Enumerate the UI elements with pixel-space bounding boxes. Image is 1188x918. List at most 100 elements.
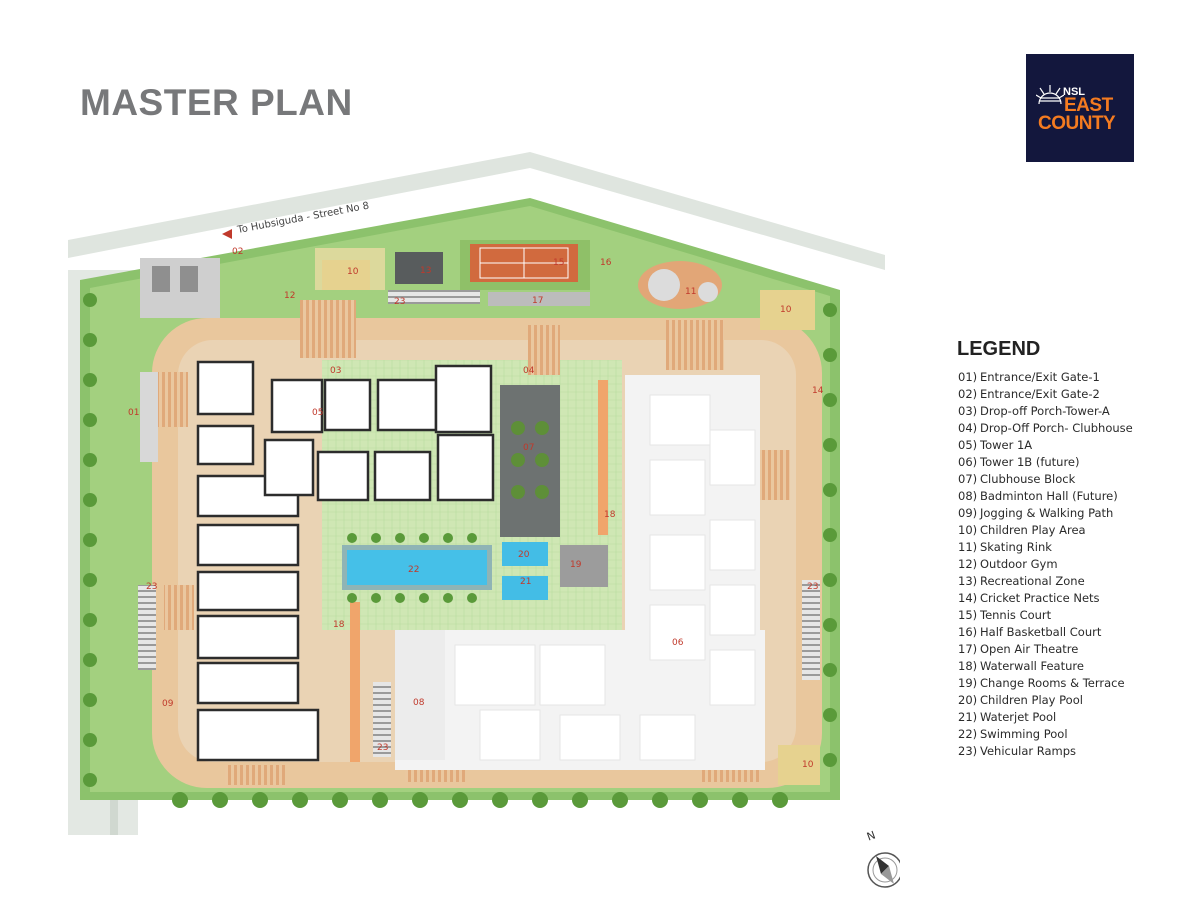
legend-item-number: 01)	[958, 370, 978, 384]
legend-item-number: 08)	[958, 489, 978, 503]
logo-name-line2: COUNTY	[1038, 113, 1116, 134]
marker-19: 19	[570, 560, 582, 570]
marker-12: 12	[284, 291, 295, 301]
marker-21: 21	[520, 577, 531, 587]
legend-item-label: Badminton Hall (Future)	[980, 489, 1118, 503]
legend-item-number: 18)	[958, 659, 978, 673]
marker-23c: 23	[807, 582, 818, 592]
legend-item-number: 07)	[958, 472, 978, 486]
waterjet-pool	[502, 576, 548, 600]
play-area-top-left	[322, 260, 370, 290]
marker-22: 22	[408, 565, 419, 575]
legend-item-label: Change Rooms & Terrace	[980, 676, 1125, 690]
legend-item-label: Entrance/Exit Gate-1	[980, 370, 1100, 384]
marker-23a: 23	[394, 297, 405, 307]
clubhouse-block	[500, 385, 560, 537]
legend-item-label: Entrance/Exit Gate-2	[980, 387, 1100, 401]
legend-item-number: 12)	[958, 557, 978, 571]
legend-item: 19)Change Rooms & Terrace	[958, 675, 1158, 692]
legend-item-label: Open Air Theatre	[980, 642, 1079, 656]
legend-item: 18)Waterwall Feature	[958, 658, 1158, 675]
legend-item-label: Half Basketball Court	[980, 625, 1102, 639]
marker-20: 20	[518, 550, 530, 560]
marker-07: 07	[523, 443, 534, 453]
marker-17: 17	[532, 296, 543, 306]
play-area-right	[760, 290, 815, 330]
legend-item-label: Jogging & Walking Path	[980, 506, 1114, 520]
legend-item-number: 14)	[958, 591, 978, 605]
legend-item-number: 23)	[958, 744, 978, 758]
marker-18a: 18	[604, 510, 616, 520]
legend-item: 06)Tower 1B (future)	[958, 454, 1158, 471]
marker-04: 04	[523, 366, 535, 376]
legend-item-number: 04)	[958, 421, 978, 435]
marker-06: 06	[672, 638, 684, 648]
ramp-right	[802, 580, 820, 680]
open-air-theatre	[488, 292, 590, 306]
marker-10a: 10	[347, 267, 359, 277]
legend-item: 03)Drop-off Porch-Tower-A	[958, 403, 1158, 420]
marker-05: 05	[312, 408, 323, 418]
waterwall-feature	[350, 602, 360, 762]
legend-item-label: Skating Rink	[980, 540, 1052, 554]
legend-item: 11)Skating Rink	[958, 539, 1158, 556]
legend-item: 15)Tennis Court	[958, 607, 1158, 624]
legend-item: 09)Jogging & Walking Path	[958, 505, 1158, 522]
legend-item: 13)Recreational Zone	[958, 573, 1158, 590]
marker-15: 15	[553, 258, 564, 268]
road-arrow-icon	[222, 229, 232, 239]
legend-item: 16)Half Basketball Court	[958, 624, 1158, 641]
legend-item-number: 17)	[958, 642, 978, 656]
street	[68, 152, 885, 270]
legend-item-label: Waterwall Feature	[980, 659, 1084, 673]
logo-name-line1: EAST	[1064, 95, 1113, 116]
legend-item-number: 15)	[958, 608, 978, 622]
legend-item-number: 20)	[958, 693, 978, 707]
brand-logo: NSL EAST COUNTY	[1026, 54, 1134, 162]
legend-item: 02)Entrance/Exit Gate-2	[958, 386, 1158, 403]
legend-item-label: Drop-Off Porch- Clubhouse	[980, 421, 1133, 435]
legend-item-label: Tower 1A	[980, 438, 1033, 452]
marker-23b: 23	[146, 582, 157, 592]
legend-item: 14)Cricket Practice Nets	[958, 590, 1158, 607]
legend-item: 01)Entrance/Exit Gate-1	[958, 369, 1158, 386]
marker-09: 09	[162, 699, 174, 709]
ramp-bottom	[373, 682, 391, 757]
marker-03: 03	[330, 366, 341, 376]
page-title: MASTER PLAN	[80, 82, 353, 123]
gate-1-area	[140, 372, 158, 462]
legend-item-label: Tower 1B (future)	[980, 455, 1080, 469]
legend-item-label: Recreational Zone	[980, 574, 1085, 588]
legend-item-number: 21)	[958, 710, 978, 724]
legend-item-number: 05)	[958, 438, 978, 452]
north-compass-icon	[867, 852, 900, 888]
marker-13: 13	[420, 266, 431, 276]
legend-item-number: 03)	[958, 404, 978, 418]
legend-item: 20)Children Play Pool	[958, 692, 1158, 709]
legend-item: 05)Tower 1A	[958, 437, 1158, 454]
legend-item-label: Cricket Practice Nets	[980, 591, 1100, 605]
legend-item-number: 10)	[958, 523, 978, 537]
logo-brand: NSL	[1063, 86, 1085, 98]
ramp-top	[388, 290, 480, 304]
legend-item-number: 13)	[958, 574, 978, 588]
legend-item-number: 16)	[958, 625, 978, 639]
legend-item-label: Outdoor Gym	[980, 557, 1058, 571]
legend-item-label: Drop-off Porch-Tower-A	[980, 404, 1110, 418]
legend-item: 10)Children Play Area	[958, 522, 1158, 539]
legend-item-label: Swimming Pool	[980, 727, 1068, 741]
legend-item: 23)Vehicular Ramps	[958, 743, 1158, 760]
legend-item-number: 22)	[958, 727, 978, 741]
marker-01: 01	[128, 408, 139, 418]
legend-item-number: 02)	[958, 387, 978, 401]
marker-11: 11	[685, 287, 696, 297]
legend-item-label: Tennis Court	[980, 608, 1052, 622]
legend-item-number: 19)	[958, 676, 978, 690]
marker-16: 16	[600, 258, 612, 268]
children-play-pool	[502, 542, 548, 566]
tower-1a	[196, 360, 495, 762]
basketball-court	[395, 252, 443, 284]
legend-item: 22)Swimming Pool	[958, 726, 1158, 743]
north-label: N	[865, 829, 877, 844]
